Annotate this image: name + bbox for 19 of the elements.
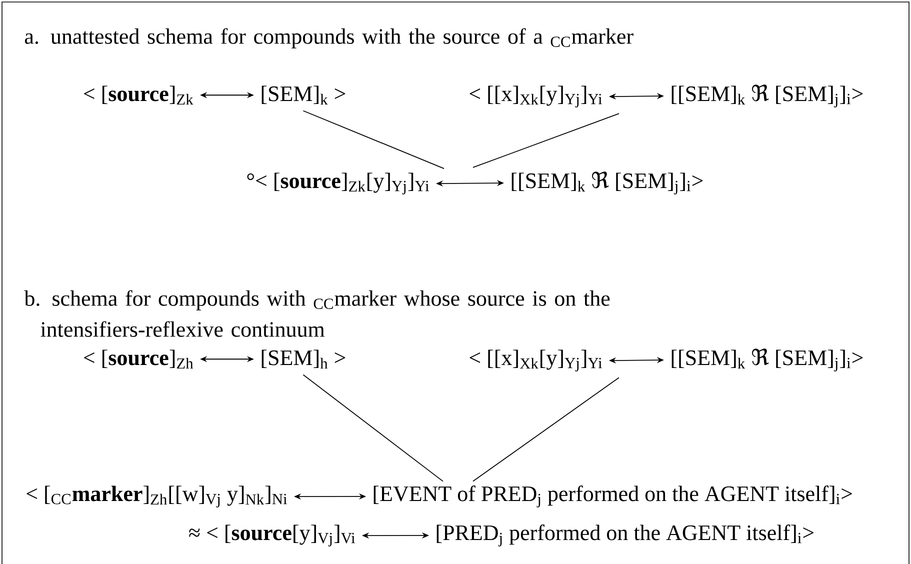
connecting-line xyxy=(302,374,444,482)
schema-text: [[SEM]$_{k}$ ℜ [SEM]$_{j}$]$_{i}$> xyxy=(512,172,703,194)
connecting-line xyxy=(302,110,444,169)
schema-text: [PRED$_{j}$ performed on the AGENT itself]$_{i}$> xyxy=(436,524,814,546)
schema-text: < [source]$_{Zh}$ xyxy=(84,350,194,369)
connecting-line xyxy=(472,113,620,168)
schema-text: < [$_{CC}$marker]$_{Zh}$[[w]$_{Vj}$ y]$_{Nk}$]$_{Ni}$ xyxy=(26,486,287,508)
schema-text: [[SEM]$_{k}$ ℜ [SEM]$_{j}$]$_{i}$> xyxy=(672,348,863,372)
item-heading: a. unattested schema for compounds with the source of a $_{CC}$marker xyxy=(24,28,634,48)
schema-text: [SEM]$_{h}$ > xyxy=(262,350,346,369)
schema-text: [EVENT of PRED$_{j}$ performed on the AGENT itself]$_{i}$> xyxy=(374,486,852,508)
schema-text: < [[x]$_{Xk}$[y]$_{Yj}$]$_{Yi}$ xyxy=(470,350,602,372)
schema-text: [[SEM]$_{k}$ ℜ [SEM]$_{j}$]$_{i}$> xyxy=(672,84,863,108)
schema-text: < [source]$_{Zk}$ xyxy=(84,86,194,105)
connecting-line xyxy=(472,377,620,482)
schema-text: °< [source]$_{Zk}$[y]$_{Yj}$]$_{Yi}$ xyxy=(247,172,429,194)
schema-text: < [[x]$_{Xk}$[y]$_{Yj}$]$_{Yi}$ xyxy=(470,86,602,108)
schema-text: ≈ < [source[y]$_{Vj}$]$_{Vi}$ xyxy=(189,524,355,546)
schema-text: [SEM]$_{k}$ > xyxy=(262,86,346,105)
